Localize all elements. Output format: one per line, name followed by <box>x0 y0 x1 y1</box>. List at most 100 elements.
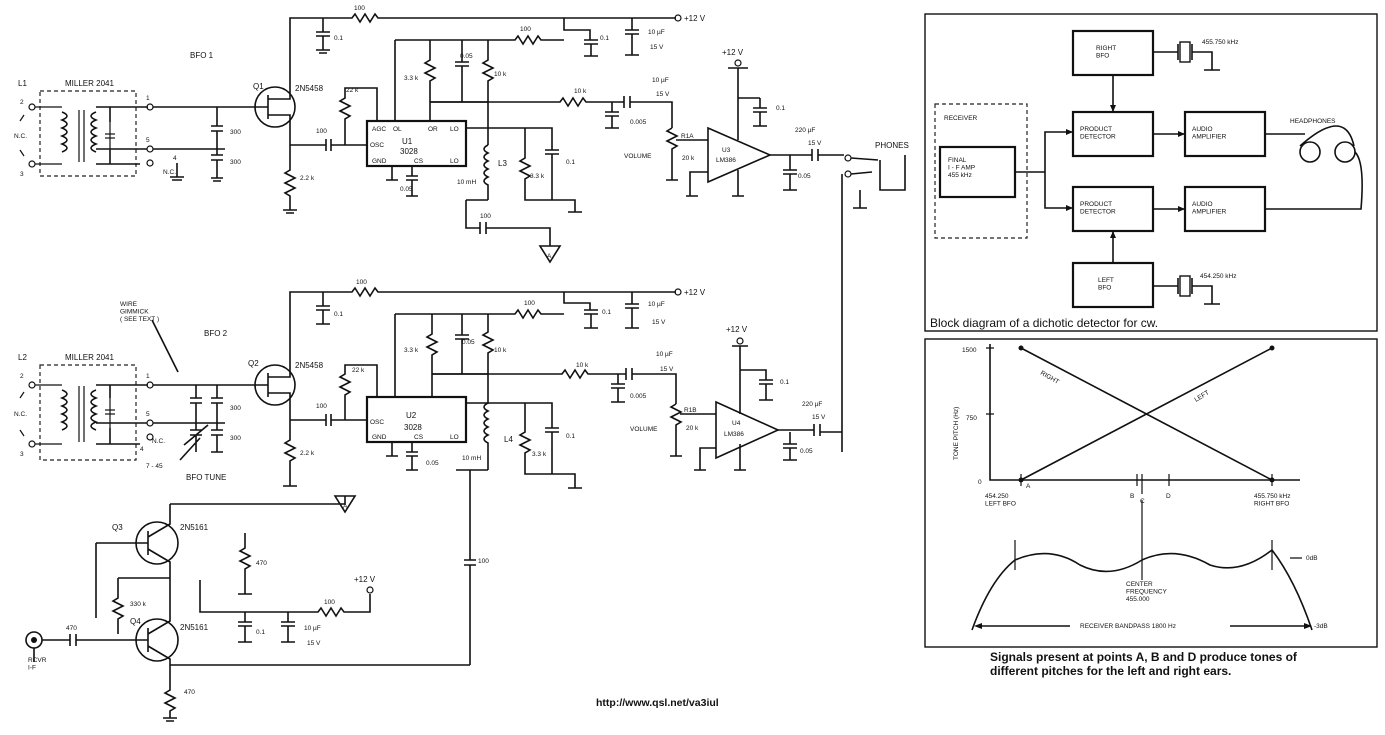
l2-pin1: 1 <box>146 373 150 380</box>
r1b-value: 20 k <box>686 425 699 432</box>
l1-pin4: 4 <box>173 155 177 162</box>
volume2-label: VOLUME <box>630 426 658 433</box>
c-470-input: 470 <box>66 625 77 632</box>
transformer-l1-secondary <box>90 111 99 153</box>
q3-part: 2N5161 <box>180 523 209 532</box>
u1-pin-agc: AGC <box>372 126 386 133</box>
c-0-1-top1: 0.1 <box>334 35 343 42</box>
c4-300: 300 <box>230 435 241 442</box>
right-crystal-freq: 455.750 kHz <box>1202 39 1239 46</box>
q1-part: 2N5458 <box>295 84 324 93</box>
graph-axes <box>989 344 1300 481</box>
r-100-bus2: 100 <box>524 300 535 307</box>
headphone-right-icon <box>1334 141 1356 163</box>
r-100-bus1: 100 <box>520 26 531 33</box>
y-tick-0: 0 <box>978 479 982 486</box>
r-22k-bfo1: 22 k <box>346 87 359 94</box>
u1-part: 3028 <box>400 147 418 156</box>
supply-u3: +12 V <box>722 48 744 57</box>
c2-300: 300 <box>230 159 241 166</box>
r-10k-out1: 10 k <box>574 88 587 95</box>
c-10uf-q3: 10 µF <box>304 625 321 632</box>
r-2-2k-bfo2: 2.2 k <box>300 450 315 457</box>
transformer-l2-primary <box>59 389 68 431</box>
u1-ic <box>365 119 468 168</box>
u4-part: LM386 <box>724 431 744 438</box>
u1-pin-lo2: LO <box>450 158 459 165</box>
receiver-label: RECEIVER <box>944 115 978 122</box>
c-0-1-u3: 0.1 <box>776 105 785 112</box>
u1-label: U1 <box>402 137 413 146</box>
transformer-l2-label: L2 <box>18 353 27 362</box>
trim-cap-label: 7 - 45 <box>146 463 163 470</box>
chart-lines <box>1018 345 1275 483</box>
input-buffer-section: Q3 2N5161 A 470 330 k +12 V 100 0.1 10 µ… <box>25 495 470 722</box>
u2-part: 3028 <box>404 423 422 432</box>
c-0-1-top3: 0.1 <box>334 311 343 318</box>
l2-pin4-nc: N.C. <box>152 438 165 445</box>
minus3db-label: -3dB <box>1314 623 1328 630</box>
right-line-label: RIGHT <box>1039 370 1060 386</box>
u1-pin-or: OR <box>428 126 438 133</box>
u2-pin-gnd: GND <box>372 434 387 441</box>
c-0-1-tank2: 0.1 <box>566 433 575 440</box>
pitch-graph: 1500 750 0 TONE PITCH (Hz) RIGHT LEFT A … <box>924 338 1378 678</box>
u1-pin-gnd: GND <box>372 158 387 165</box>
u2-pin-osc: OSC <box>370 419 384 426</box>
c-0-1-top2: 0.1 <box>600 35 609 42</box>
q1-label: Q1 <box>253 82 264 91</box>
receiver-box <box>934 103 1028 239</box>
bfo1-title: BFO 1 <box>190 51 214 60</box>
point-d-label: D <box>1166 493 1171 500</box>
left-bfo-block <box>1071 261 1155 309</box>
u2-label: U2 <box>406 411 417 420</box>
c-0-005-2: 0.005 <box>630 393 647 400</box>
left-crystal-freq: 454.250 kHz <box>1200 273 1237 280</box>
c-0-05-bfo1: 0.05 <box>460 53 473 60</box>
series-point-left <box>1269 345 1275 351</box>
volume1-label: VOLUME <box>624 153 652 160</box>
l1-nc: N.C. <box>14 133 27 140</box>
u3-label: U3 <box>722 147 731 154</box>
transformer-l1-model: MILLER 2041 <box>65 79 114 88</box>
supply-bfo1: +12 V <box>684 14 706 23</box>
u3-amplifier <box>707 126 773 184</box>
u1-pin-cs: CS <box>414 158 424 165</box>
c-10uf-out1: 10 µF <box>652 77 669 84</box>
r1b-label: R1B <box>684 407 697 414</box>
bandpass-label: RECEIVER BANDPASS 1800 Hz <box>1080 623 1176 630</box>
c-0-05-cs1: 0.05 <box>400 186 413 193</box>
l4-label: L4 <box>504 435 513 444</box>
transformer-l1-label: L1 <box>18 79 27 88</box>
r-10k-bfo2: 10 k <box>494 347 507 354</box>
r-470-q3: 470 <box>256 560 267 567</box>
c-0-05-u4: 0.05 <box>800 448 813 455</box>
r-100-top1: 100 <box>354 5 365 12</box>
headphones-label: HEADPHONES <box>1290 118 1336 125</box>
r-330k: 330 k <box>130 601 147 608</box>
c-0-1-q3: 0.1 <box>256 629 265 636</box>
transformer-l1-primary <box>59 111 68 153</box>
r-470-q4: 470 <box>184 689 195 696</box>
l1-pin5: 5 <box>146 137 150 144</box>
u3-part: LM386 <box>716 157 736 164</box>
graph-caption: Signals present at points A, B and D pro… <box>990 650 1298 678</box>
point-b-label: B <box>1130 493 1134 500</box>
bfo1-section: BFO 1 L1 MILLER 2041 2 3 N.C. 1 5 4 N.C.… <box>14 5 909 452</box>
c-0-05-cs2: 0.05 <box>426 460 439 467</box>
c1-300: 300 <box>230 129 241 136</box>
c-100-bfo2: 100 <box>316 403 327 410</box>
c-100-fb2: 100 <box>478 558 489 565</box>
r-22k-bfo2: 22 k <box>352 367 365 374</box>
r-3-3k-tank2: 3.3 k <box>532 451 547 458</box>
c-100-bfo1: 100 <box>316 128 327 135</box>
l1-pin1: 1 <box>146 95 150 102</box>
v-15-out1: 15 V <box>656 91 670 98</box>
right-bfo-block <box>1071 29 1155 77</box>
